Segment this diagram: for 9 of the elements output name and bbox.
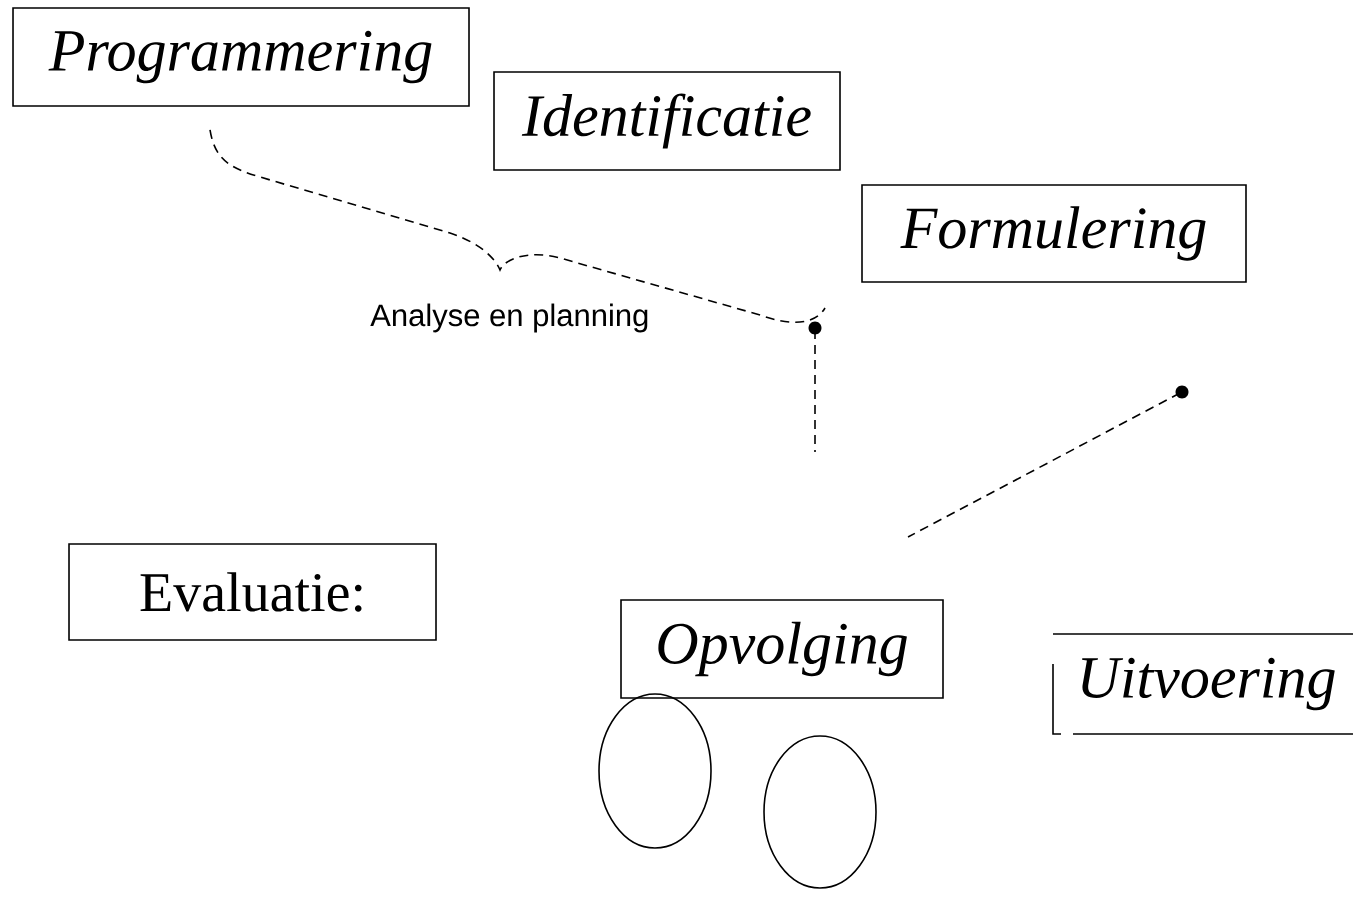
process-box: Uitvoering <box>1052 633 1353 735</box>
process-box: Programmering <box>12 7 470 107</box>
ellipse <box>763 735 877 889</box>
ellipse <box>598 693 712 849</box>
brace-label: Analyse en planning <box>370 303 648 333</box>
process-box: Formulering <box>861 184 1247 283</box>
process-box: Identificatie <box>493 71 841 171</box>
process-box: Opvolging <box>620 599 944 699</box>
process-box: Evaluatie: <box>68 543 437 641</box>
